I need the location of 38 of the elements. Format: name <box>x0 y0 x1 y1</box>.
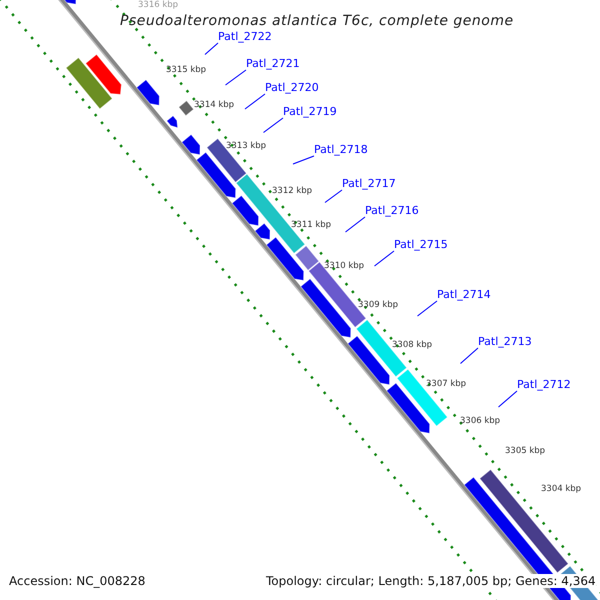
scale-label: 3312 kbp <box>272 186 312 196</box>
gene-label: Patl_2716 <box>365 204 419 218</box>
gene-label: Patl_2712 <box>517 378 571 392</box>
scale-label: 3306 kbp <box>460 416 500 426</box>
leader-line <box>417 300 438 316</box>
accession-text: Accession: NC_008228 <box>9 574 146 588</box>
gene-label: Patl_2722 <box>218 30 272 44</box>
leader-line <box>204 42 218 55</box>
scale-label: 3315 kbp <box>166 65 206 76</box>
leader-line <box>374 250 394 266</box>
gene-label: Patl_2713 <box>478 335 532 348</box>
scale-label: 3314 kbp <box>194 100 234 110</box>
scale-label: 3304 kbp <box>541 484 582 494</box>
leader-line <box>324 190 342 203</box>
leader-line <box>345 216 366 232</box>
title: Pseudoalteromonas atlantica T6c, complete genome <box>120 13 514 30</box>
leader-line <box>244 94 266 110</box>
leader-line <box>225 70 246 86</box>
gene-label: Patl_2718 <box>314 143 368 156</box>
leader-line <box>263 118 284 133</box>
leader-line <box>292 156 314 164</box>
scale-label: 3307 kbp <box>426 379 466 390</box>
gene-label: Patl_2720 <box>265 81 319 94</box>
scale-label: 3311 kbp <box>291 220 332 230</box>
gene-label: Patl_2721 <box>246 57 300 70</box>
scale-label: 3310 kbp <box>324 261 364 272</box>
gene-label: Patl_2719 <box>283 105 337 118</box>
gene-label: Patl_2714 <box>437 288 491 302</box>
gene-label: Patl_2715 <box>394 238 448 252</box>
scale-label: 3316 kbp <box>138 0 178 10</box>
scale-label: 3308 kbp <box>392 340 432 350</box>
genome-info-text: Topology: circular; Length: 5,187,005 bp; Genes: 4,364 <box>266 574 596 588</box>
gene-label: Patl_2717 <box>342 177 396 190</box>
scale-label: 3309 kbp <box>358 300 398 310</box>
leader-line <box>460 348 478 364</box>
leader-line <box>498 390 518 408</box>
scale-label: 3305 kbp <box>505 446 546 456</box>
scale-label: 3313 kbp <box>226 141 266 152</box>
